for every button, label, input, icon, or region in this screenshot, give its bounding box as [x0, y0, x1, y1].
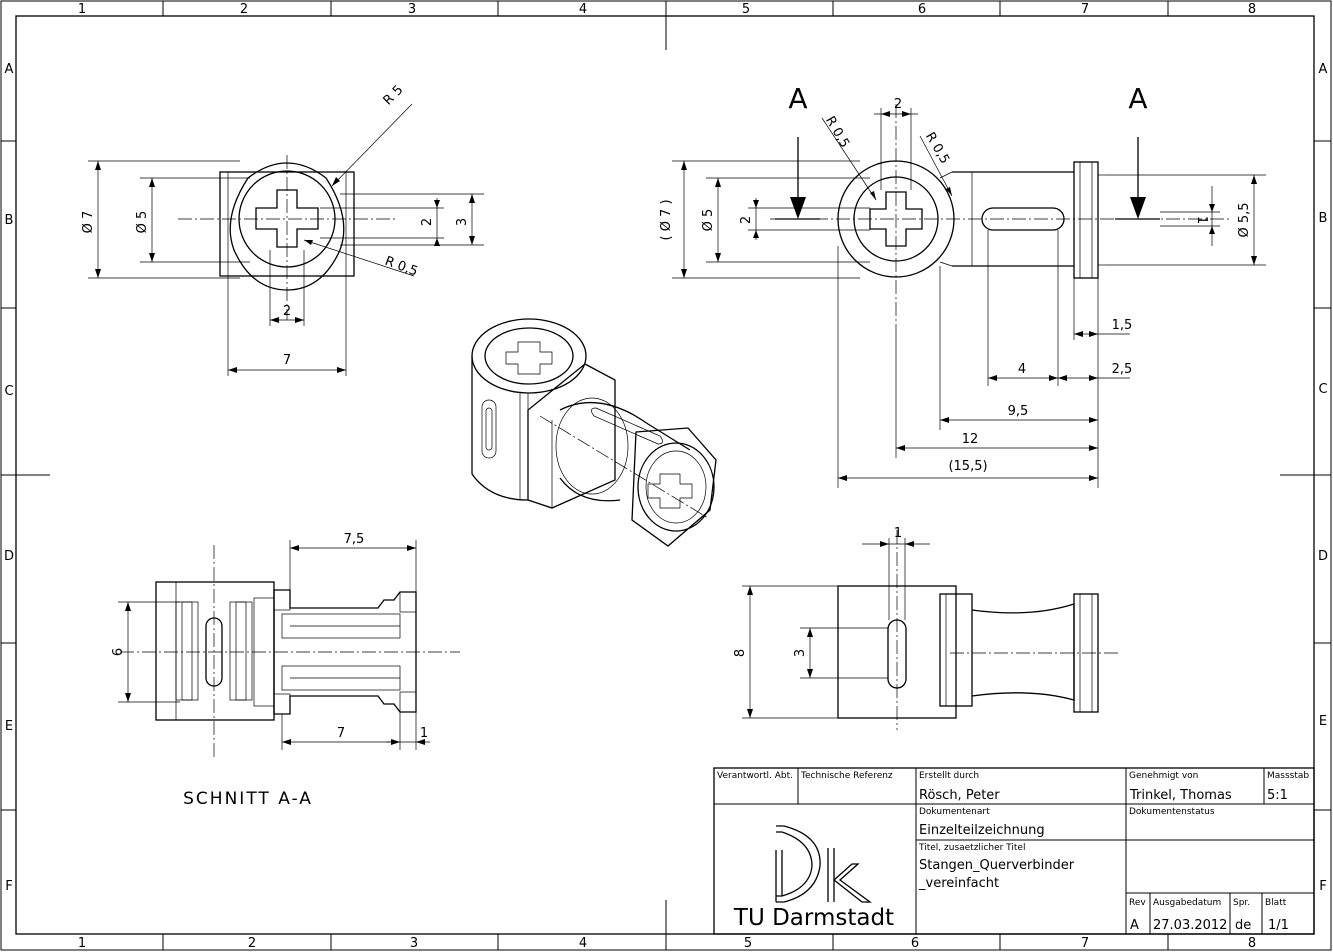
dim-side-4: 4: [1018, 362, 1026, 377]
dim-front-r5: R 5: [381, 83, 407, 109]
front-view: [88, 103, 484, 376]
section-view-labels: 7,5 6 7 1 SCHNITT A-A: [111, 532, 428, 809]
grid-row-f-right: F: [1319, 879, 1326, 894]
label-created-by: Erstellt durch: [919, 771, 979, 781]
value-language: de: [1235, 918, 1251, 933]
label-document-status: Dokumentenstatus: [1129, 807, 1215, 817]
dim-front-d5: Ø 5: [135, 211, 150, 234]
dim-sect-7: 7: [337, 726, 345, 741]
section-mark-left: A: [788, 82, 807, 115]
label-sheet: Blatt: [1265, 898, 1287, 908]
dim-bot-8: 8: [733, 649, 748, 657]
dim-front-2h: 2: [283, 304, 291, 319]
grid-col-6-bottom: 6: [911, 936, 919, 951]
dim-side-1: 1: [1194, 216, 1209, 224]
dim-front-d7: Ø 7: [81, 211, 96, 234]
value-scale: 5:1: [1267, 788, 1288, 803]
dim-side-95: 9,5: [1008, 404, 1029, 419]
grid-col-8-bottom: 8: [1248, 936, 1256, 951]
bottom-view: [742, 530, 1120, 730]
title-block: [713, 767, 1315, 935]
dim-side-25: 2,5: [1112, 362, 1133, 377]
side-view: [672, 104, 1266, 488]
grid-col-6: 6: [918, 2, 926, 17]
section-view: [118, 540, 460, 760]
grid-col-5: 5: [742, 2, 750, 17]
dim-side-155: (15,5): [948, 459, 987, 474]
grid-row-d-right: D: [1318, 549, 1328, 564]
value-created-by: Rösch, Peter: [919, 788, 1000, 803]
grid-col-5-bottom: 5: [744, 936, 752, 951]
bottom-view-labels: 1 8 3: [733, 526, 902, 657]
section-label: SCHNITT A-A: [183, 789, 313, 809]
label-responsible-dept: Verantwortl. Abt.: [717, 771, 793, 781]
label-approved-by: Genehmigt von: [1129, 771, 1198, 781]
grid-col-2-bottom: 2: [248, 936, 256, 951]
grid-col-2: 2: [240, 2, 248, 17]
grid-col-7-bottom: 7: [1081, 936, 1089, 951]
grid-col-7: 7: [1081, 2, 1089, 17]
value-title-line1: Stangen_Querverbinder: [919, 858, 1075, 873]
dim-sect-6: 6: [111, 648, 126, 656]
grid-row-d: D: [4, 549, 14, 564]
title-block-text: Verantwortl. Abt. Technische Referenz Er…: [717, 771, 1309, 933]
dim-sect-75: 7,5: [344, 532, 365, 547]
dim-side-d7ref: ( Ø 7 ): [659, 199, 674, 240]
dim-front-3v: 3: [455, 218, 470, 226]
grid-row-f: F: [5, 879, 12, 894]
grid-col-1: 1: [78, 2, 86, 17]
label-revision: Rev: [1129, 898, 1146, 908]
grid-col-1-bottom: 1: [78, 936, 86, 951]
grid-row-b: B: [5, 213, 14, 228]
label-technical-reference: Technische Referenz: [800, 771, 893, 781]
dim-bot-1: 1: [894, 526, 902, 541]
dim-front-2v: 2: [420, 218, 435, 226]
label-scale: Massstab: [1267, 771, 1309, 781]
dim-side-r05a: R 0,5: [822, 114, 852, 151]
grid-col-3: 3: [408, 2, 416, 17]
isometric-view: [471, 318, 717, 547]
grid-row-a: A: [5, 62, 14, 77]
label-language: Spr.: [1233, 898, 1250, 908]
value-revision: A: [1130, 918, 1139, 933]
grid-col-8: 8: [1248, 2, 1256, 17]
value-document-type: Einzelteilzeichnung: [919, 823, 1045, 838]
grid-row-a-right: A: [1319, 62, 1328, 77]
grid-col-4-bottom: 4: [579, 936, 587, 951]
grid-col-3-bottom: 3: [410, 936, 418, 951]
dik-logo: [775, 825, 872, 903]
dim-side-12: 12: [962, 432, 979, 447]
grid-row-c-right: C: [1318, 382, 1327, 397]
dim-side-d5: Ø 5: [701, 209, 716, 232]
value-issue-date: 27.03.2012: [1153, 918, 1227, 933]
dim-side-2top: 2: [894, 97, 902, 112]
institution-name: TU Darmstadt: [733, 905, 894, 931]
value-sheet: 1/1: [1268, 918, 1289, 933]
grid-row-e: E: [5, 719, 13, 734]
grid-col-4: 4: [579, 2, 587, 17]
dim-front-7h: 7: [283, 353, 291, 368]
dim-front-r05: R 0,5: [383, 254, 420, 280]
label-issue-date: Ausgabedatum: [1153, 898, 1221, 908]
dim-side-15: 1,5: [1112, 318, 1133, 333]
grid-row-labels: A B C D E F A B C D E F: [4, 62, 1328, 894]
dim-bot-3: 3: [793, 649, 808, 657]
label-document-type: Dokumentenart: [919, 807, 990, 817]
grid-row-b-right: B: [1319, 211, 1328, 226]
grid-row-e-right: E: [1319, 714, 1327, 729]
label-title: Titel, zusaetzlicher Titel: [918, 843, 1025, 853]
section-mark-right: A: [1128, 82, 1147, 115]
grid-row-c: C: [4, 384, 13, 399]
dim-side-2: 2: [739, 216, 754, 224]
grid-column-labels: 1 2 3 4 5 6 7 8 1 2 3 4 5 6 7 8: [78, 2, 1256, 951]
value-title-line2: _vereinfacht: [918, 876, 999, 891]
dim-sect-1: 1: [420, 726, 428, 741]
value-approved-by: Trinkel, Thomas: [1129, 788, 1232, 803]
front-view-dimensions: Ø 7 Ø 5 R 5 R 0,5 2 3 2 7: [81, 83, 470, 368]
dim-side-d55: Ø 5,5: [1237, 202, 1252, 237]
